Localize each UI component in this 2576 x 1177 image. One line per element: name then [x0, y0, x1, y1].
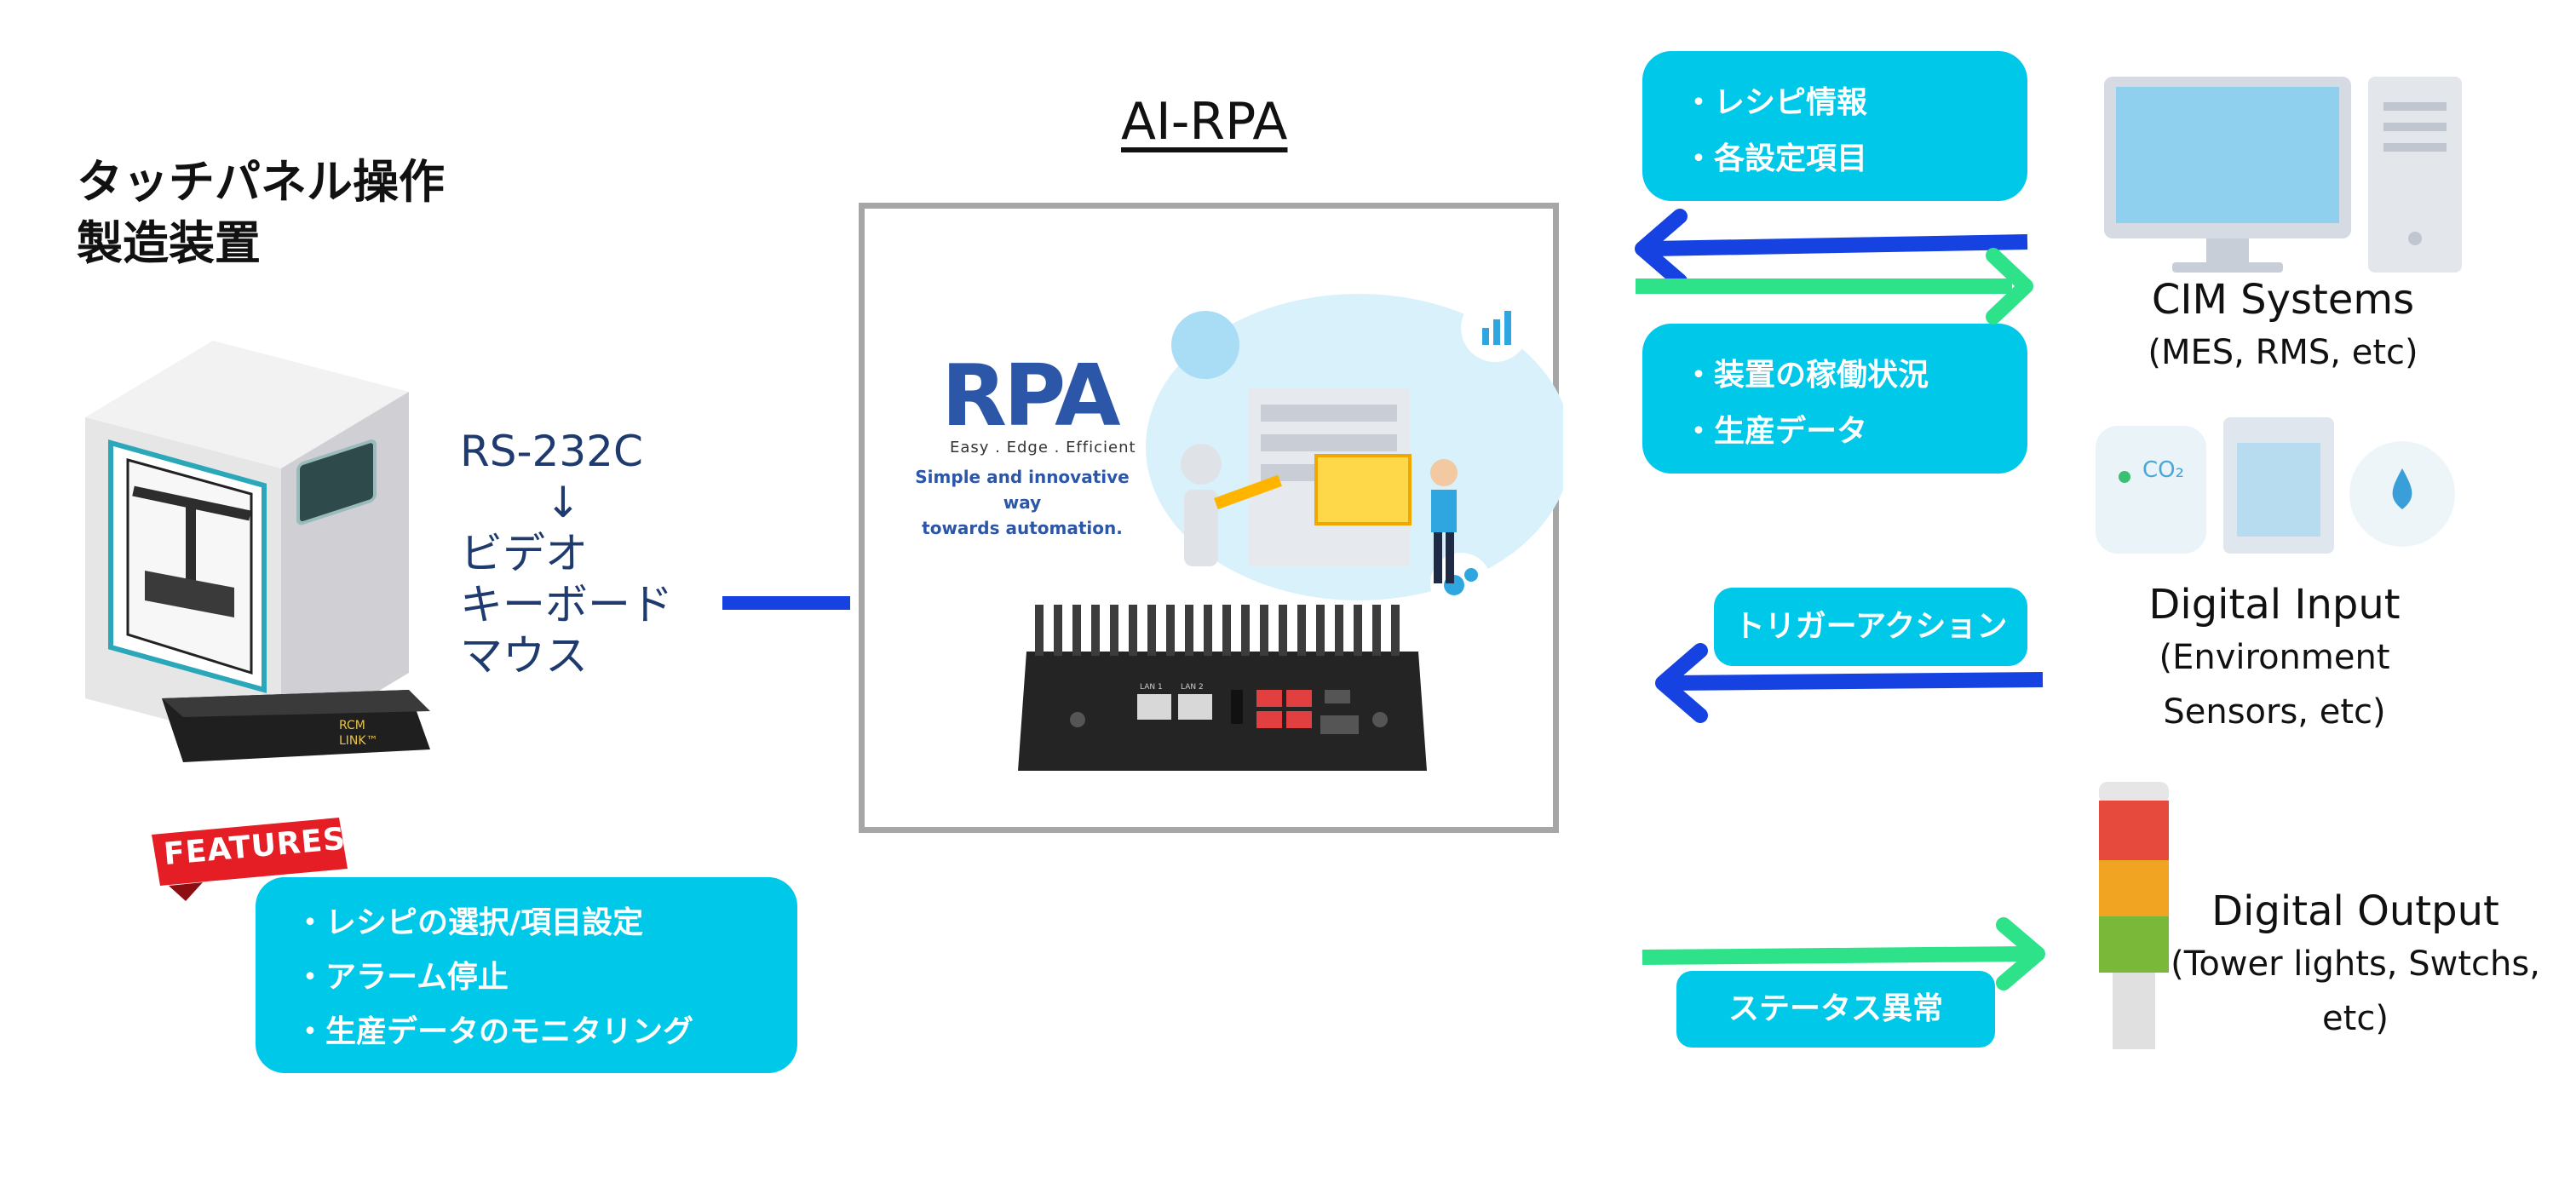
co2-sensor-icon [2096, 426, 2206, 554]
digital-output-label: Digital Output (Tower lights, Swtchs, et… [2147, 886, 2564, 1046]
antenna-port [1070, 712, 1085, 727]
connector-line [722, 596, 850, 610]
device-status-item: ・生産データ [1683, 414, 1868, 449]
rpa-slogan-line-1: Simple and innovative way [915, 467, 1130, 513]
feature-item: ・レシピの選択/項目設定 [295, 905, 644, 940]
cloud-brain-icon [1171, 311, 1239, 379]
device-status-item: ・装置の稼働状況 [1683, 358, 1929, 393]
digital-output-title: Digital Output [2211, 887, 2499, 935]
usb-port-4 [1286, 711, 1312, 728]
cim-label: CIM Systems (MES, RMS, etc) [2113, 274, 2453, 380]
touch-panel-icon [296, 439, 377, 525]
rcm-link-box-top [162, 690, 430, 717]
tower-light-pole [2113, 973, 2155, 1049]
monitor-screen [2116, 87, 2339, 223]
rpa-slogan: Simple and innovative way towards automa… [907, 464, 1137, 541]
sd-slot [1231, 690, 1243, 724]
rpa-slogan-line-2: towards automation. [922, 518, 1123, 538]
machine-title: タッチパネル操作 製造装置 [77, 152, 445, 274]
device-status-box: ・装置の稼働状況 ・生産データ [1642, 324, 2027, 474]
cim-computer-icon [2104, 77, 2462, 273]
features-ribbon-icon [152, 818, 348, 901]
feature-item: ・生産データのモニタリング [295, 1014, 694, 1049]
work-stage [145, 571, 234, 617]
co2-label: CO₂ [2142, 457, 2184, 483]
arrow-trigger-action [1655, 643, 2044, 723]
mini-pc-illustration: LAN 1 LAN 2 [1018, 605, 1427, 771]
connection-rs232c: RS-232C [460, 427, 643, 476]
rcm-badge-line-2: LINK™ [339, 734, 378, 748]
trigger-action-box: トリガーアクション [1714, 588, 2027, 666]
rpa-tagline: Easy . Edge . Efficient [950, 439, 1136, 456]
person-head [1430, 459, 1458, 486]
robot-body [1184, 490, 1218, 566]
rcm-badge-line-1: RCM [339, 719, 365, 732]
tower-light-icon [2099, 782, 2169, 1049]
features-box: ・レシピの選択/項目設定 ・アラーム停止 ・生産データのモニタリング [256, 877, 797, 1073]
machine-top [85, 341, 409, 468]
lan-label-2: LAN 2 [1181, 683, 1204, 692]
cim-title: CIM Systems [2151, 276, 2415, 324]
rpa-logo-text: RPA [941, 346, 1121, 445]
arrow-device-to-cim [1636, 248, 2033, 324]
digital-input-sub-2: Sensors, etc) [2163, 692, 2386, 732]
robot-head [1181, 444, 1222, 485]
arrow-cim-to-device [1635, 209, 2028, 289]
mini-pc-body [1018, 652, 1427, 771]
feature-item: ・アラーム停止 [295, 960, 509, 995]
power-button-icon [1372, 712, 1388, 727]
digital-input-title: Digital Input [2148, 581, 2401, 629]
cim-sub: (MES, RMS, etc) [2148, 333, 2418, 372]
usb-port-1 [1256, 690, 1282, 707]
recipe-info-item: ・各設定項目 [1683, 141, 1868, 176]
recipe-info-box: ・レシピ情報 ・各設定項目 [1642, 51, 2027, 201]
features-badge: FEATURES [143, 801, 356, 903]
connection-mouse: マウス [460, 631, 588, 680]
machine-title-line-1: タッチパネル操作 [77, 155, 445, 209]
image-card-icon [1314, 454, 1412, 525]
digital-output-sub: (Tower lights, Swtchs, etc) [2171, 944, 2540, 1038]
status-alarm-box: ステータス異常 [1676, 971, 1995, 1048]
rpa-frame: RPA Easy . Edge . Efficient Simple and i… [859, 203, 1563, 833]
gantry-arm [132, 485, 251, 521]
digital-input-sub-1: (Environment [2159, 638, 2390, 677]
environment-sensors-icon: CO₂ [2096, 417, 2455, 554]
digital-input-label: Digital Input (Environment Sensors, etc) [2104, 579, 2445, 739]
tower-light-amber [2099, 860, 2169, 916]
connection-keyboard: キーボード [460, 580, 673, 629]
serial-port [1320, 715, 1359, 734]
recipe-info-item: ・レシピ情報 [1683, 85, 1868, 120]
rpa-robot-illustration [1146, 294, 1563, 614]
arrow-status-alarm [1642, 917, 2045, 990]
machine-title-line-2: 製造装置 [77, 216, 261, 270]
lan-port-2 [1178, 694, 1212, 720]
usb-port-2 [1286, 690, 1312, 707]
gantry-head [186, 507, 196, 583]
tower-light-green [2099, 916, 2169, 973]
monitor-stand [2206, 238, 2249, 264]
connection-list: RS-232C ↓ ビデオ キーボード マウス [460, 426, 673, 681]
usb-port-3 [1256, 711, 1282, 728]
robot-tool [1214, 474, 1282, 510]
manufacturing-machine-illustration: RCM LINK™ [85, 341, 430, 762]
hdmi-port [1325, 690, 1350, 703]
person-body [1431, 490, 1457, 532]
tower-light-red [2099, 801, 2169, 860]
lan-label-1: LAN 1 [1140, 683, 1163, 692]
lan-port-1 [1137, 694, 1171, 720]
connection-arrow: ↓ [545, 478, 581, 527]
heatsink-fins [1035, 605, 1400, 656]
connection-video: ビデオ [460, 529, 588, 578]
rpa-logo: RPA [941, 353, 1121, 439]
ai-rpa-title: AI-RPA [1121, 92, 1288, 152]
